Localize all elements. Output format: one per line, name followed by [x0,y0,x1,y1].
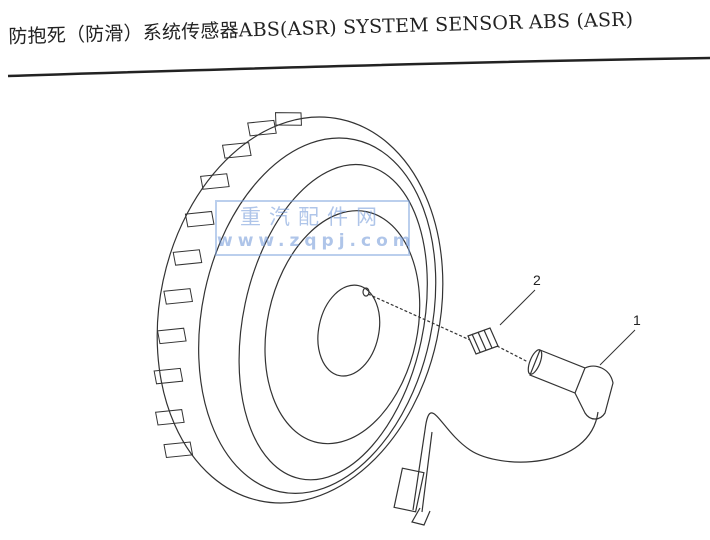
hub-center [317,284,381,377]
watermark: 重汽配件网 www.zqpj.com [215,200,410,256]
leader-line-1 [599,329,636,366]
assembly-line [367,293,471,341]
tread-pattern [153,112,302,458]
callout-2: 2 [533,272,541,288]
watermark-url: www.zqpj.com [217,231,416,251]
leader-line-2 [499,289,536,326]
sensor-bushing-part-2 [467,327,529,363]
sensor-hole [362,287,370,297]
callout-1: 1 [633,312,641,328]
sensor-part-1 [393,349,614,526]
watermark-name: 重汽配件网 [240,205,385,229]
wheel-hub [264,210,421,445]
tire [153,112,444,504]
